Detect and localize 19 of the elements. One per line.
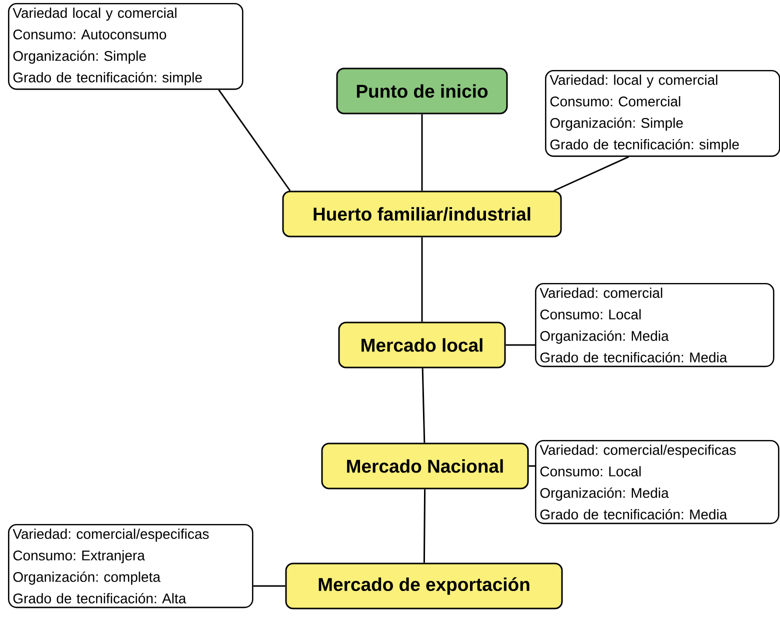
info-box: Variedad: comercial/especificas Consumo: Local Organización: Media Grado de tecnificación: Media bbox=[535, 440, 780, 524]
stage-box: Mercado Nacional bbox=[321, 442, 529, 490]
info-box: Variedad: comercial/especificas Consumo: Extranjera Organización: completa Grado de tecnificación: Alta bbox=[8, 524, 254, 608]
connector-line bbox=[218, 89, 291, 192]
stage-box: Punto de inicio bbox=[336, 68, 508, 114]
info-box: Variedad: comercial Consumo: Local Organización: Media Grado de tecnificación: Media bbox=[535, 283, 774, 368]
connector-line bbox=[528, 465, 535, 467]
connector-line bbox=[423, 489, 426, 563]
info-box: Variedad local y comercial Consumo: Autoconsumo Organización: Simple Grado de tecnificación: simple bbox=[8, 3, 244, 90]
connector-line bbox=[421, 237, 423, 322]
stage-box: Huerto familiar/industrial bbox=[282, 190, 562, 238]
connector-line bbox=[421, 114, 423, 191]
stage-box: Mercado local bbox=[338, 322, 506, 368]
stage-box: Mercado de exportación bbox=[285, 562, 563, 610]
connector-line bbox=[422, 368, 426, 443]
info-box: Variedad: local y comercial Consumo: Comercial Organización: Simple Grado de tecnificación: simple bbox=[545, 70, 780, 157]
connector-line bbox=[554, 156, 630, 192]
connector-line bbox=[506, 344, 535, 346]
connector-line bbox=[253, 585, 286, 587]
